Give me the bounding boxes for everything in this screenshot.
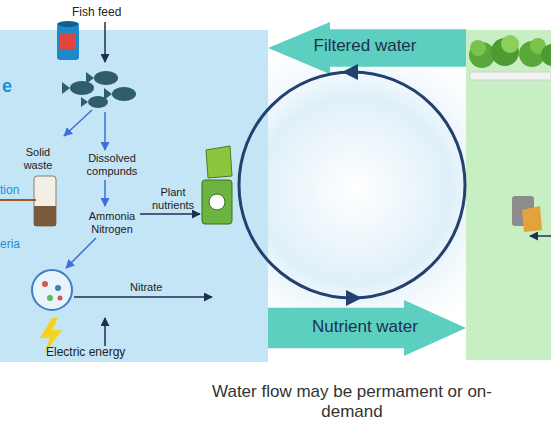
nitrate-arrow	[74, 296, 212, 298]
part-label: Dissolved compunds	[76, 152, 148, 177]
part-label: Fish feed	[72, 6, 152, 20]
figure-caption: Water flow may be permament or on-demand	[212, 382, 492, 421]
filter-icon	[34, 176, 56, 226]
arrow-fill	[268, 300, 466, 356]
filtered-water-arrow: Filtered water	[268, 22, 466, 74]
lettuce-row	[469, 35, 551, 80]
feed-can	[57, 21, 79, 60]
right-arrow	[530, 235, 551, 237]
part-label: Nitrate	[130, 281, 190, 294]
part-label: tion	[0, 184, 40, 198]
right-nutrient-icon	[512, 196, 542, 232]
bacteria-icon	[32, 270, 72, 310]
node-text: Filtered water	[290, 36, 440, 56]
part-label: Plant nutrients	[144, 186, 202, 211]
arrow-fill	[268, 22, 466, 74]
feed-arrow	[104, 22, 106, 62]
nutrient-icon	[202, 146, 232, 224]
hydroponics-panel	[466, 30, 551, 360]
water-cycle	[239, 64, 465, 306]
nutrient-arrow	[140, 213, 200, 215]
energy-arrow	[104, 318, 106, 346]
drain-pipe	[0, 199, 36, 201]
part-label: Electric energy	[46, 346, 156, 360]
nutrient-water-arrow: Nutrient water	[268, 300, 466, 356]
node-text: e	[2, 76, 12, 97]
part-label: Ammonia Nitrogen	[76, 210, 148, 235]
part-label: eria	[0, 238, 40, 252]
part-label: Solid waste	[14, 146, 62, 171]
aquaculture-panel: e	[0, 30, 268, 362]
fish-group	[62, 71, 136, 108]
flow-arrows	[64, 110, 105, 268]
node-text: Nutrient water	[290, 317, 440, 337]
